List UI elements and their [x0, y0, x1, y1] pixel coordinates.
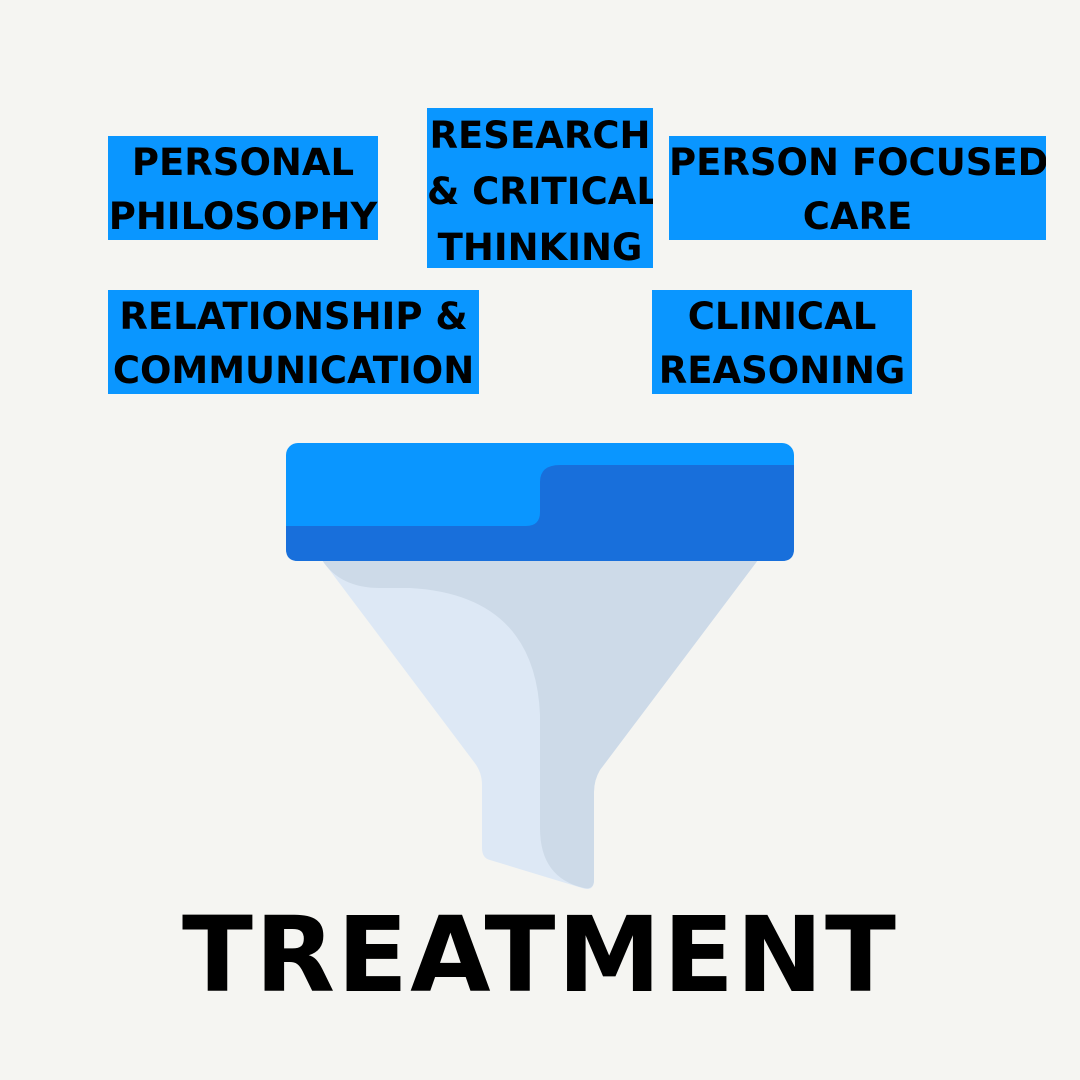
label-line: REASONING [658, 349, 906, 392]
funnel-body-shade [322, 560, 758, 889]
label-line: RESEARCH [429, 114, 651, 157]
label-line: COMMUNICATION [112, 349, 475, 392]
label-line: THINKING [437, 226, 643, 268]
input-box-clinical-reasoning: CLINICAL REASONING [652, 290, 912, 394]
input-box-personal-philosophy: PERSONAL PHILOSOPHY [108, 136, 378, 240]
input-box-person-focused-care: PERSON FOCUSED CARE [669, 136, 1046, 240]
label-line: RELATIONSHIP & [119, 295, 468, 338]
label-line: CLINICAL [687, 295, 877, 338]
label-line: PERSONAL [131, 141, 355, 184]
label-line: & CRITICAL [427, 170, 653, 213]
funnel-rim-shade [286, 465, 794, 561]
label-line: PHILOSOPHY [108, 195, 378, 238]
label-line: PERSON FOCUSED [669, 141, 1046, 184]
input-box-relationship-communication: RELATIONSHIP & COMMUNICATION [108, 290, 479, 394]
label-line: CARE [802, 195, 913, 238]
input-box-research-critical-thinking: RESEARCH & CRITICAL THINKING [427, 108, 653, 268]
treatment-label: TREATMENT [182, 894, 898, 1016]
funnel-icon [286, 443, 794, 889]
